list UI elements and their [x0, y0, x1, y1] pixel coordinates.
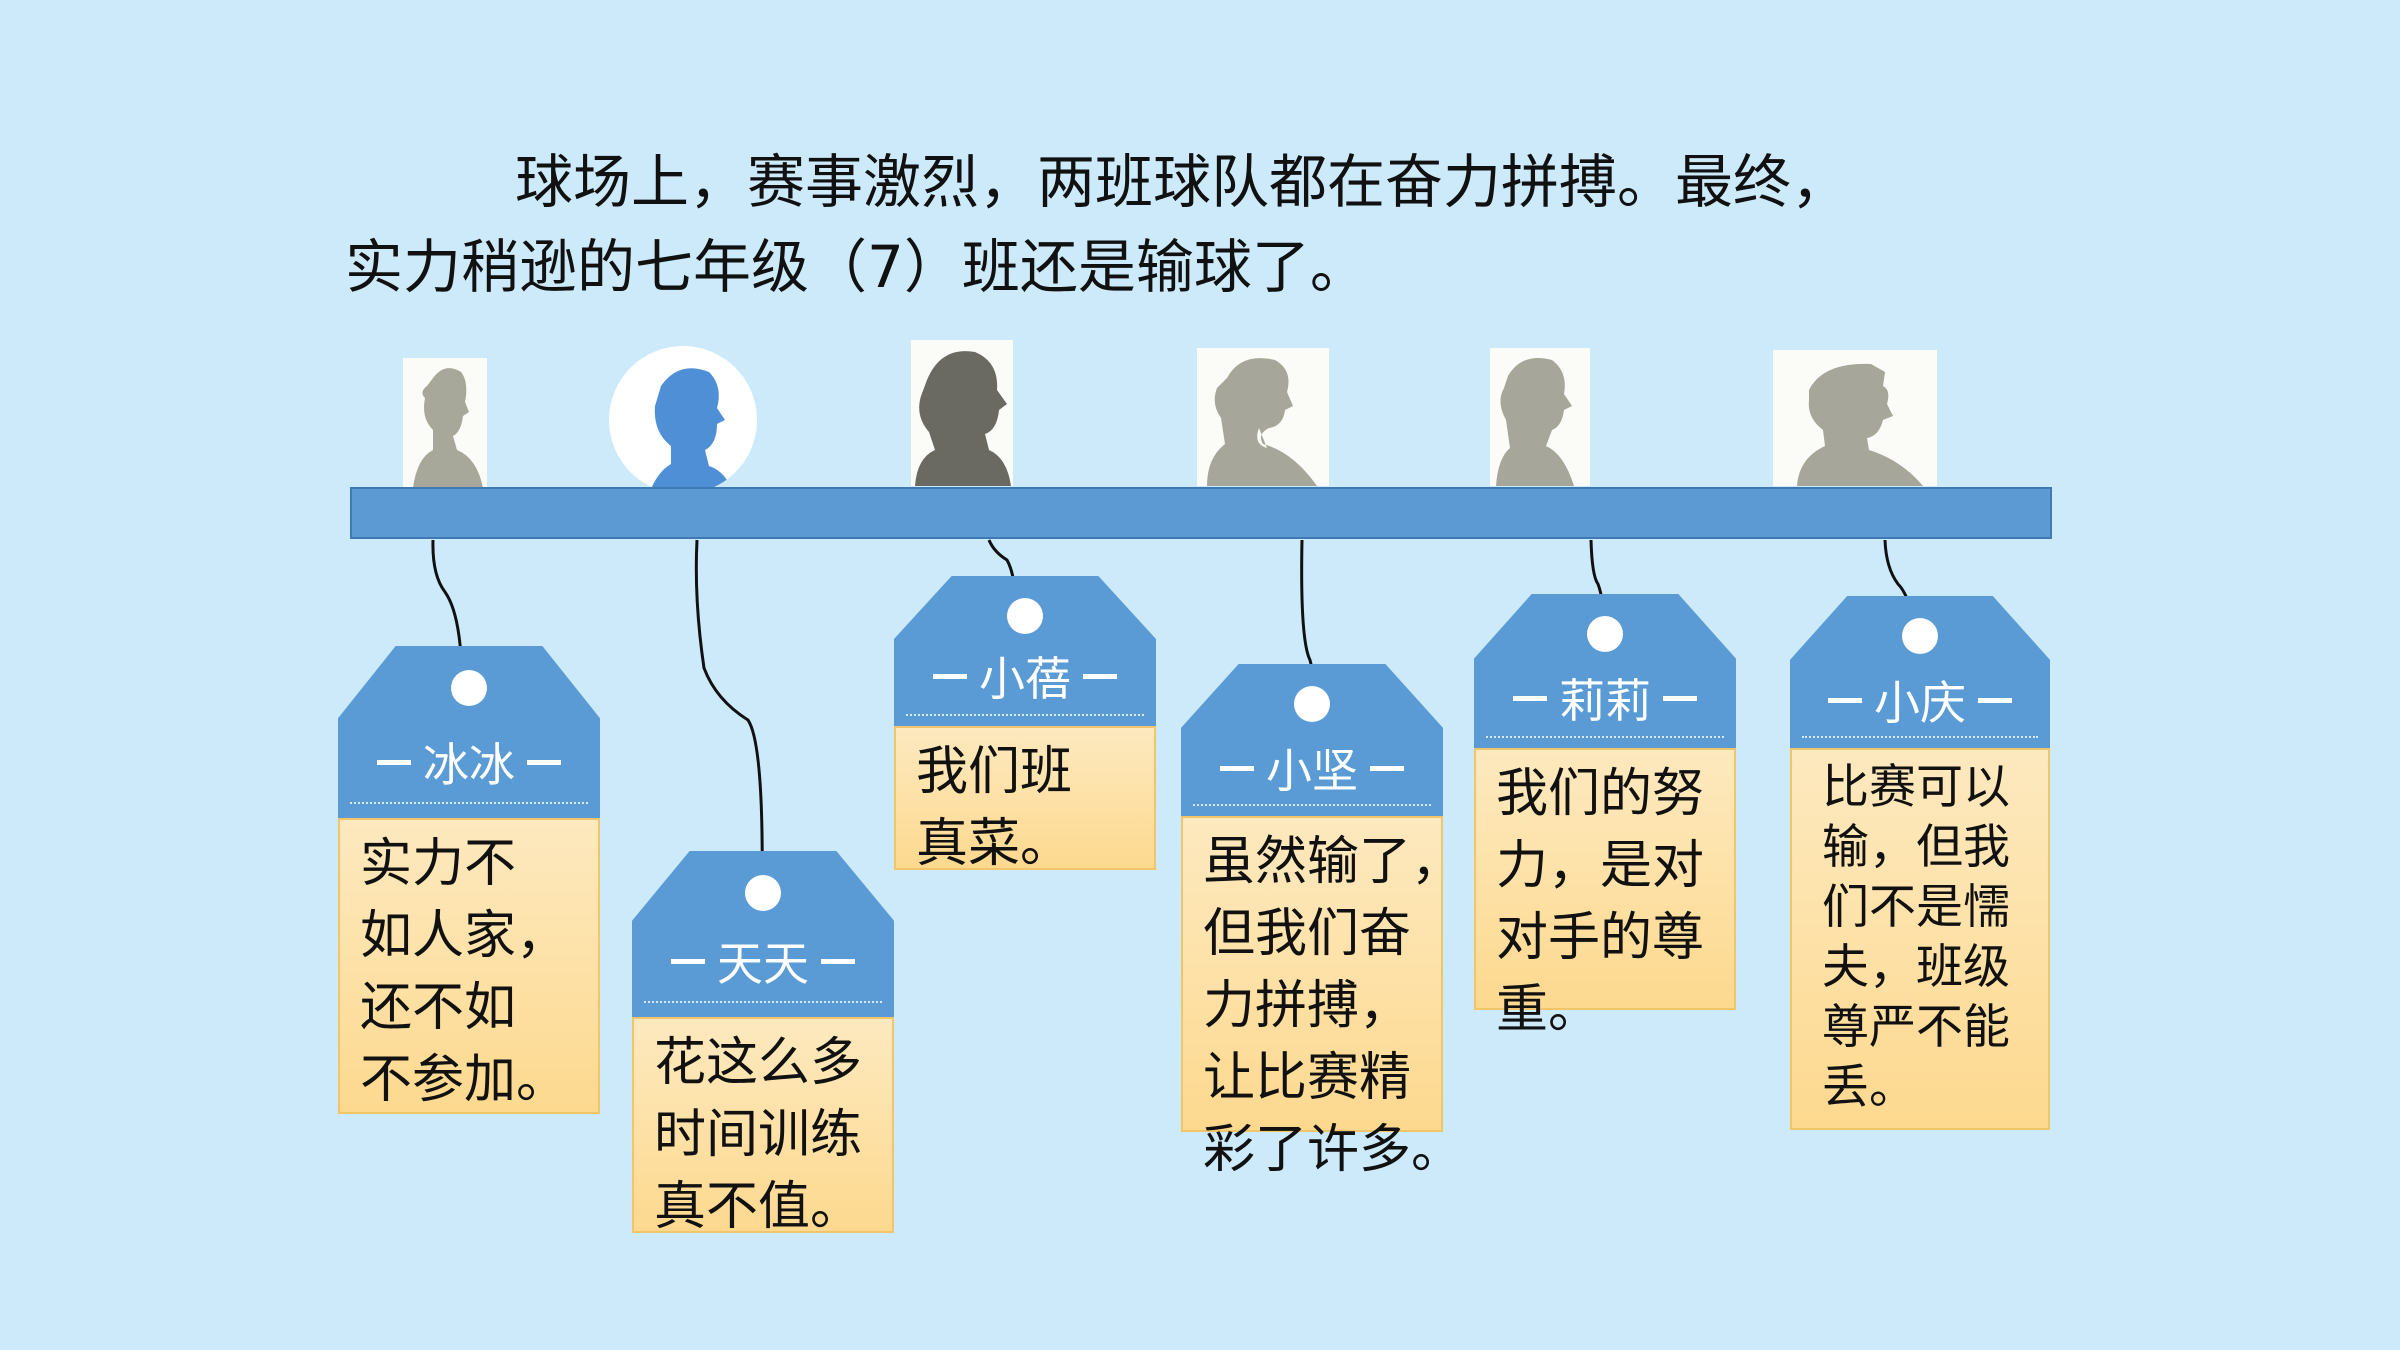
tag-tiantian: 天天 花这么多 时间训练 真不值。 — [632, 851, 894, 1237]
hanging-bar — [350, 487, 2052, 539]
tag-text: 虽然输了， 但我们奋 力拼搏， 让比赛精 彩了许多。 — [1181, 816, 1463, 1180]
tag-name: 莉莉 — [1559, 674, 1651, 728]
tag-hole — [1902, 618, 1938, 654]
tag-name: 小庆 — [1874, 676, 1966, 730]
intro-paragraph: 球场上，赛事激烈，两班球队都在奋力拼搏。最终， 实力稍逊的七年级（7）班还是输球… — [345, 140, 2105, 310]
tag-text: 花这么多 时间训练 真不值。 — [632, 1017, 894, 1237]
tag-text: 比赛可以 输，但我 们不是懦 夫，班级 尊严不能 丢。 — [1790, 748, 2050, 1130]
tag-lili: 莉莉 我们的努 力，是对 对手的尊 重。 — [1474, 594, 1736, 1040]
tag-bingbing: 冰冰 实力不 如人家， 还不如 不参加。 — [338, 646, 600, 1114]
tag-hole — [451, 670, 487, 706]
tag-text: 我们班 真菜。 — [894, 726, 1156, 874]
silhouette-xiaobei-icon — [911, 340, 1013, 486]
intro-line-1: 球场上，赛事激烈，两班球队都在奋力拼搏。最终， — [515, 148, 1850, 216]
silhouette-bingbing-icon — [403, 358, 487, 488]
tag-text: 实力不 如人家， 还不如 不参加。 — [338, 818, 600, 1114]
tag-text: 我们的努 力，是对 对手的尊 重。 — [1474, 748, 1736, 1040]
tag-hole — [1007, 598, 1043, 634]
tag-hole — [1587, 616, 1623, 652]
tag-xiaojian: 小坚 虽然输了， 但我们奋 力拼搏， 让比赛精 彩了许多。 — [1181, 664, 1463, 1180]
tag-name: 小蓓 — [979, 652, 1071, 706]
tag-xiaoqing: 小庆 比赛可以 输，但我 们不是懦 夫，班级 尊严不能 丢。 — [1790, 596, 2050, 1130]
silhouette-lili-icon — [1490, 348, 1590, 486]
tag-hole — [745, 875, 781, 911]
string-tiantian — [694, 539, 764, 894]
tag-name: 小坚 — [1266, 744, 1358, 798]
tag-hole — [1294, 686, 1330, 722]
tag-name: 冰冰 — [423, 738, 515, 792]
silhouette-tiantian-icon[interactable] — [609, 346, 757, 494]
tag-name: 天天 — [717, 937, 809, 991]
tag-xiaobei: 小蓓 我们班 真菜。 — [894, 576, 1156, 874]
intro-line-2: 实力稍逊的七年级（7）班还是输球了。 — [345, 233, 1368, 301]
tag-head: 冰冰 — [338, 646, 600, 818]
silhouette-xiaojian-icon — [1197, 348, 1329, 486]
silhouette-xiaoqing-icon — [1773, 350, 1937, 486]
